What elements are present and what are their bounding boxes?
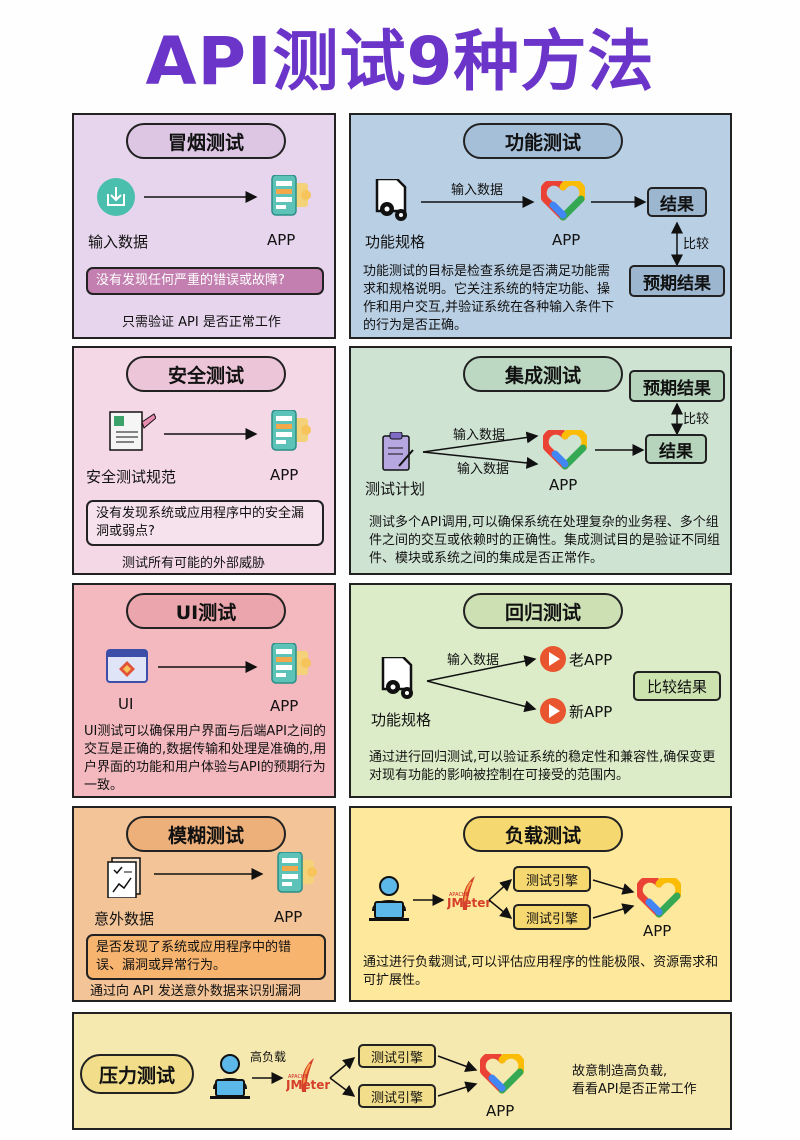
regression-compare-box: 比较结果: [633, 671, 721, 701]
stress-high-load-label: 高负载: [250, 1050, 287, 1064]
integration-arrow2-label: 输入数据: [457, 462, 510, 477]
functional-expected-box: 预期结果: [629, 265, 725, 297]
stress-description-2: 看看API是否正常工作: [572, 1082, 697, 1097]
integration-app-label: APP: [549, 476, 578, 494]
regression-test-title: 回归测试: [463, 593, 623, 629]
functional-result-box: 结果: [647, 187, 707, 217]
ui-description: UI测试可以确保用户界面与后端API之间的交互是正确的,数据传输和处理是准确的,…: [84, 724, 327, 793]
document-pen-icon: [109, 411, 156, 451]
security-arrow: [164, 428, 258, 440]
load-test-title: 负载测试: [463, 816, 623, 852]
fuzz-question: 是否发现了系统或应用程序中的错误、漏洞或异常行为。: [86, 934, 326, 980]
stress-test-panel: 压力测试 高负载 测试引擎 测试引擎 APP 故意制造高负载, 看看API是否正…: [72, 1012, 732, 1130]
integration-test-title: 集成测试: [463, 356, 623, 392]
functional-description: 功能测试的目标是检查系统是否满足功能需求和规格说明。它关注系统的特定功能、操作和…: [363, 264, 615, 333]
ui-test-title: UI测试: [126, 593, 286, 629]
ui-test-panel: UI测试 UI APP UI测试可以确保用户界面与后端API之间的交互是正确的,…: [72, 583, 336, 798]
google-heart-icon: [637, 878, 681, 920]
smoke-question: 没有发现任何严重的错误或故障?: [86, 267, 324, 295]
ui-input-label: UI: [118, 695, 134, 713]
fuzz-note: 通过向 API 发送意外数据来识别漏洞: [90, 984, 301, 999]
security-test-panel: 安全测试 安全测试规范 APP 没有发现系统或应用程序中的安全漏洞或弱点? 测试…: [72, 346, 336, 575]
regression-spec-label: 功能规格: [371, 711, 432, 729]
security-app-label: APP: [270, 466, 299, 484]
browser-window-icon: [106, 649, 148, 683]
functional-app-label: APP: [552, 231, 581, 249]
integration-expected-box: 预期结果: [629, 370, 725, 402]
clipboard-icon: [382, 432, 414, 471]
integration-arrows: [422, 402, 683, 469]
functional-compare-label: 比较: [683, 237, 710, 252]
security-spec-label: 安全测试规范: [86, 468, 177, 486]
phone-app-icon: [271, 643, 312, 684]
fuzz-arrow: [154, 868, 264, 880]
page-title: API测试9种方法: [145, 23, 655, 100]
stress-engine1: 测试引擎: [358, 1044, 436, 1068]
functional-test-panel: 功能测试 输入数据 功能规格 APP 结果 比较 预期结果 功能测试的目标是检查…: [349, 113, 732, 339]
play-icon: [540, 698, 566, 724]
fuzz-input-label: 意外数据: [94, 910, 155, 928]
integration-arrow1-label: 输入数据: [453, 428, 506, 443]
stress-arrows: [252, 1055, 478, 1097]
smoke-test-panel: 冒烟测试 输入数据 APP 没有发现任何严重的错误或故障? 只需验证 API 是…: [72, 113, 336, 339]
smoke-app-label: APP: [267, 231, 296, 249]
functional-arrows: [421, 196, 683, 267]
download-icon: [97, 178, 135, 216]
load-engine2: 测试引擎: [513, 904, 591, 930]
regression-new-app: 新APP: [569, 703, 613, 721]
stress-description-1: 故意制造高负载,: [572, 1064, 668, 1079]
fuzz-test-panel: 模糊测试 意外数据 APP 是否发现了系统或应用程序中的错误、漏洞或异常行为。 …: [72, 806, 336, 1002]
regression-old-app: 老APP: [569, 651, 613, 669]
google-heart-icon: [541, 181, 585, 223]
smoke-input-label: 输入数据: [88, 233, 149, 251]
google-heart-icon: [480, 1054, 524, 1096]
google-heart-icon: [543, 430, 587, 472]
ui-app-label: APP: [270, 697, 299, 715]
load-arrows: [413, 878, 635, 919]
integration-test-panel: 集成测试 预期结果 输入数据 输入数据 比较 结果 测试计划 APP 测试多个A…: [349, 346, 732, 575]
phone-app-icon: [277, 852, 318, 893]
load-description: 通过进行负载测试,可以评估应用程序的性能极限、资源需求和可扩展性。: [363, 955, 719, 988]
functional-arrow-label: 输入数据: [451, 183, 504, 198]
phone-app-icon: [271, 410, 312, 451]
integration-description: 测试多个API调用,可以确保系统在处理复杂的业务程、多个组件之间的交互或依赖时的…: [369, 515, 721, 566]
functional-test-title: 功能测试: [463, 123, 623, 159]
load-engine1: 测试引擎: [513, 866, 591, 892]
regression-description: 通过进行回归测试,可以验证系统的稳定性和兼容性,确保变更对现有功能的影响被控制在…: [369, 750, 716, 783]
integration-plan-label: 测试计划: [365, 480, 426, 498]
smoke-note: 只需验证 API 是否正常工作: [122, 315, 281, 330]
regression-test-panel: 回归测试 输入数据 老APP 新APP 比较结果 功能规格 通过进行回归测试,可…: [349, 583, 732, 798]
regression-arrow-label: 输入数据: [447, 653, 500, 668]
phone-app-icon: [271, 175, 312, 216]
smoke-arrow: [144, 191, 258, 203]
report-chart-icon: [107, 857, 141, 898]
fuzz-app-label: APP: [274, 908, 303, 926]
regression-arrows: [426, 655, 537, 713]
fuzz-test-title: 模糊测试: [126, 816, 286, 852]
ui-arrow: [158, 661, 258, 673]
stress-app-label: APP: [486, 1102, 515, 1120]
integration-compare-label: 比较: [683, 412, 710, 427]
functional-spec-label: 功能规格: [365, 233, 426, 251]
security-note: 测试所有可能的外部威胁: [122, 556, 266, 571]
integration-result-box: 结果: [645, 434, 707, 464]
play-icon: [540, 646, 566, 672]
smoke-test-title: 冒烟测试: [126, 123, 286, 159]
stress-engine2: 测试引擎: [358, 1084, 436, 1108]
security-question: 没有发现系统或应用程序中的安全漏洞或弱点?: [86, 500, 324, 546]
load-app-label: APP: [643, 922, 672, 940]
stress-test-title: 压力测试: [80, 1054, 194, 1094]
security-test-title: 安全测试: [126, 356, 286, 392]
load-test-panel: 负载测试 测试引擎 测试引擎 APP 通过进行负载测试,可以评估应用程序的性能极…: [349, 806, 732, 1002]
